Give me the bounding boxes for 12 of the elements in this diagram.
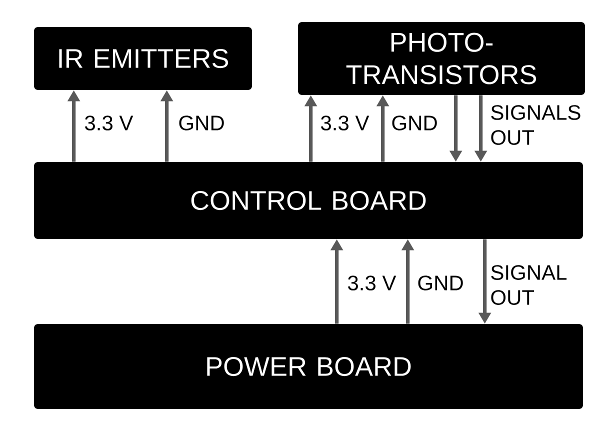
edge-label: GND	[178, 116, 225, 130]
edge-label: 3.3 V	[320, 116, 370, 130]
edge-label: SIGNAL OUT	[490, 265, 582, 305]
edge-label: 3.3 V	[84, 116, 134, 130]
module-box: POWER BOARD	[34, 324, 583, 409]
module-box: CONTROL BOARD	[34, 162, 583, 239]
module-box: IR EMITTERS	[34, 27, 252, 90]
edge-label: GND	[391, 116, 438, 130]
edge-label: GND	[417, 276, 464, 290]
edge-label: SIGNALS OUT	[490, 105, 590, 145]
edge-label: 3.3 V	[347, 276, 396, 290]
module-box: PHOTO- TRANSISTORS	[298, 22, 585, 95]
